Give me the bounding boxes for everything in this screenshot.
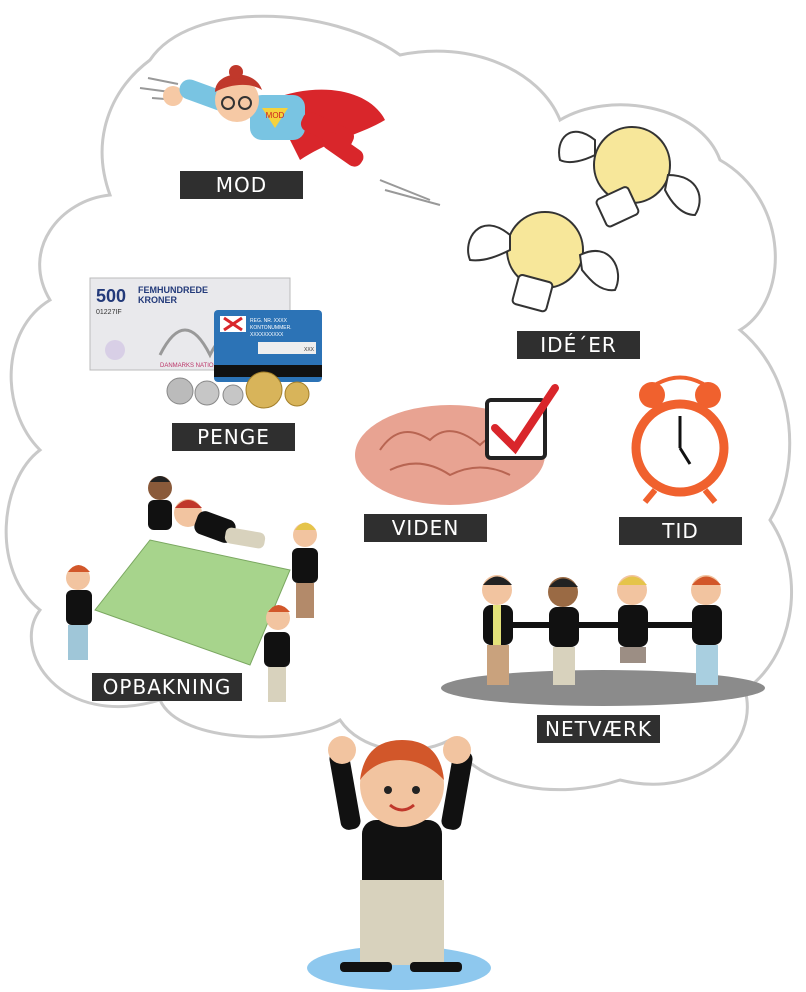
people-icon	[66, 476, 318, 702]
coins-icon	[166, 371, 310, 409]
label-mod: MOD	[180, 171, 303, 199]
card-cvc: XXX	[304, 347, 315, 353]
card-icon: REG. NR. XXXX KONTONUMMER. XXXXXXXXXX XX…	[214, 310, 322, 382]
card-konto: KONTONUMMER.	[250, 325, 292, 331]
label-penge: PENGE	[172, 423, 295, 451]
checkbox-icon	[485, 384, 559, 460]
people-icon	[441, 575, 765, 706]
banknote-serial: 01227IF	[96, 309, 122, 316]
alarm-clock-icon	[631, 375, 729, 504]
hero-badge-text: MOD	[266, 111, 285, 120]
card-reg: REG. NR. XXXX	[250, 318, 288, 324]
label-viden: VIDEN	[364, 514, 487, 542]
people-icon	[307, 736, 491, 990]
label-netvaerk: NETVÆRK	[537, 715, 660, 743]
lightbulb-icon	[467, 211, 620, 313]
card-kontonr: XXXXXXXXXX	[250, 332, 284, 338]
superhero-icon: MOD	[139, 65, 441, 206]
banknote-line2: KRONER	[138, 295, 178, 305]
label-tid: TID	[619, 517, 742, 545]
banknote-line1: FEMHUNDREDE	[138, 285, 208, 295]
banknote-value: 500	[96, 286, 126, 306]
label-opbakning: OPBAKNING	[92, 673, 242, 701]
label-ideer: IDÉ´ER	[517, 331, 640, 359]
banknote-bank: DANMARKS NATIONALBANK	[160, 363, 242, 369]
lightbulb-icon	[558, 126, 701, 228]
